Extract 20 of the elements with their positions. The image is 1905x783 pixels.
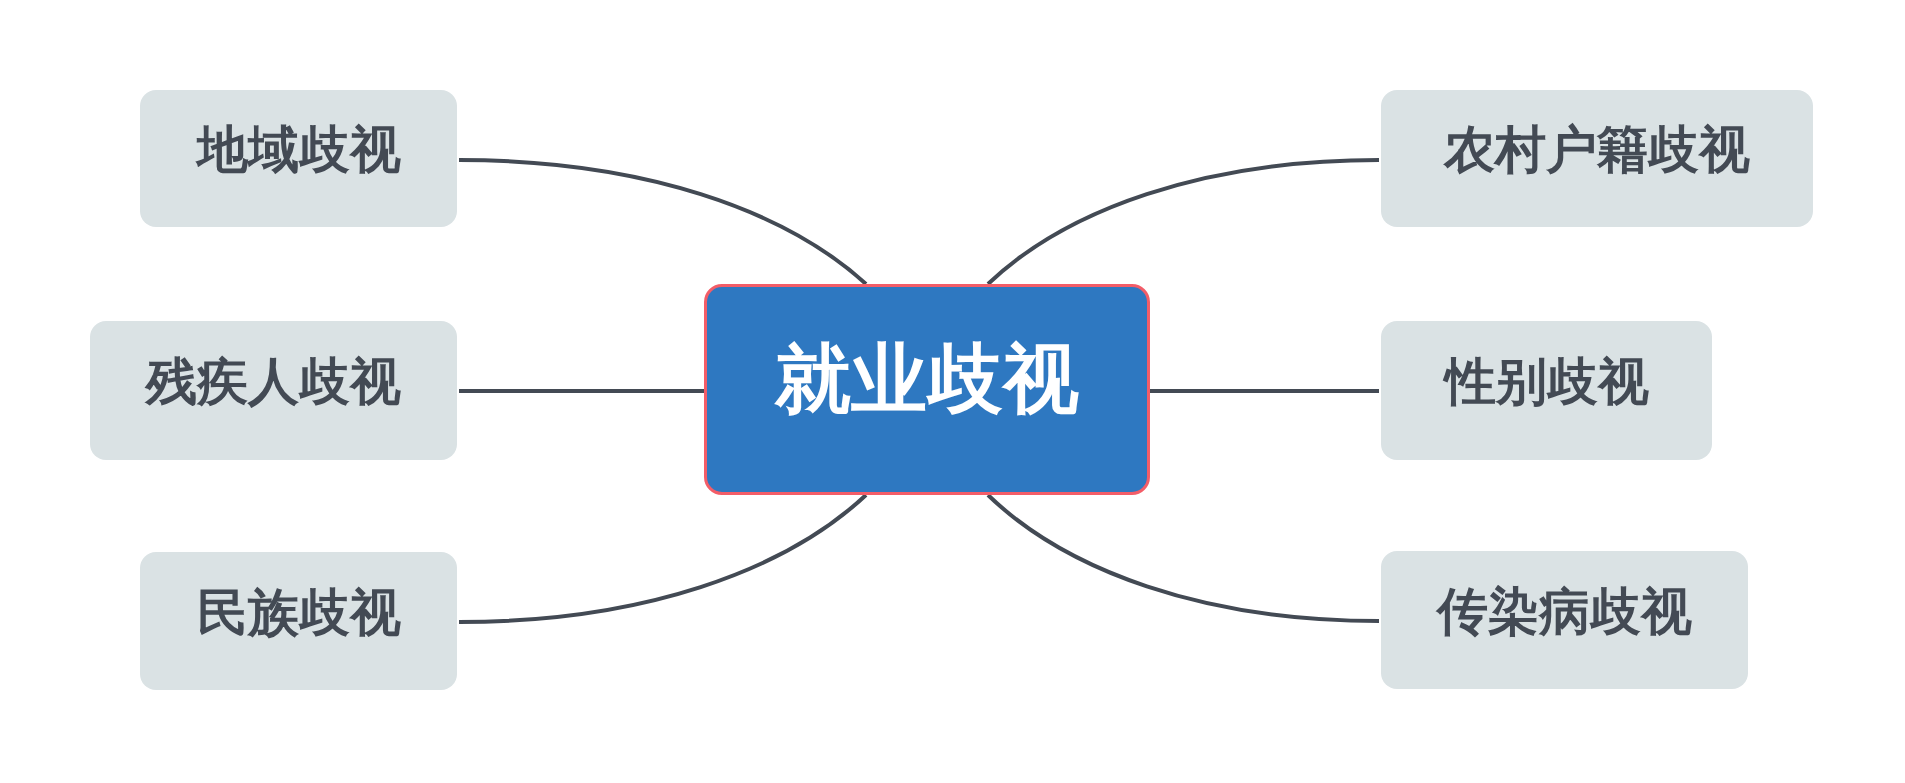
- subtopic-box: [90, 321, 457, 460]
- branch-line: [986, 158, 1380, 286]
- subtopic-box: [1381, 321, 1712, 460]
- subtopic-label: 性别歧视: [1444, 354, 1649, 411]
- subtopic-label: 农村户籍歧视: [1444, 122, 1750, 179]
- branch-line: [1150, 389, 1379, 393]
- topic-label: 就业歧视: [775, 336, 1079, 421]
- subtopic-box: [140, 90, 457, 227]
- topic-box: [704, 284, 1150, 495]
- subtopic-label: 地域歧视: [196, 122, 401, 179]
- subtopic-label: 传染病歧视: [1437, 583, 1692, 641]
- branch-line: [458, 158, 868, 286]
- branch-line: [986, 493, 1380, 623]
- subtopic-box: [1381, 90, 1813, 227]
- branch-line: [458, 493, 868, 624]
- branch-line: [459, 389, 704, 393]
- subtopic-label: 民族歧视: [196, 584, 401, 642]
- subtopic-box: [1381, 551, 1748, 689]
- subtopic-box: [140, 552, 457, 690]
- subtopic-label: 残疾人歧视: [146, 354, 401, 411]
